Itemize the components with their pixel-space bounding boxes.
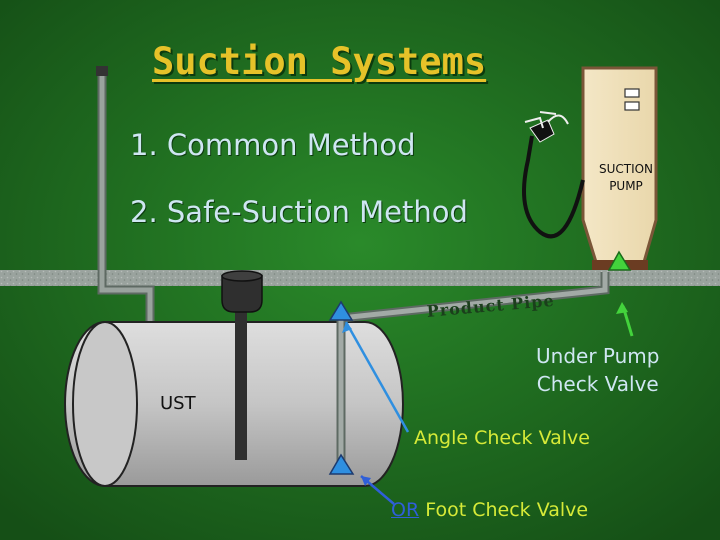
method-common: 1. Common Method (130, 128, 416, 162)
foot-check-valve-label: OR Foot Check Valve (391, 499, 588, 521)
suction-pump (581, 66, 658, 271)
hose-and-nozzle (522, 111, 585, 239)
tank-end (72, 321, 138, 487)
pump-display-1 (624, 88, 640, 98)
pump-display-2 (624, 101, 640, 111)
under-pump-check-valve-icon (607, 250, 632, 271)
foot-check-valve-icon (328, 453, 355, 475)
annotation-arrows (342, 302, 634, 505)
arrow-angle-valve (344, 321, 410, 433)
ground-strip (0, 270, 720, 286)
foot-valve-text: Foot Check Valve (419, 499, 589, 521)
fill-pipe (221, 270, 263, 460)
method-safe-suction: 2. Safe-Suction Method (130, 195, 468, 229)
pump-label-line1: SUCTION (598, 162, 654, 176)
pump-label: SUCTION PUMP (592, 161, 660, 195)
pump-label-line2: PUMP (609, 179, 643, 193)
angle-check-valve-label: Angle Check Valve (414, 427, 590, 449)
slide-title: Suction Systems (152, 40, 487, 83)
under-pump-check-valve-label: Under Pump Check Valve (536, 342, 659, 398)
tank-label: UST (160, 393, 196, 414)
angle-check-valve-icon (328, 300, 354, 321)
foot-valve-or: OR (391, 499, 420, 521)
vent-cap (96, 66, 108, 76)
under-pump-line1: Under Pump (536, 344, 660, 368)
product-pipe (336, 272, 610, 462)
under-pump-line2: Check Valve (536, 372, 659, 396)
ust-tank (64, 321, 404, 487)
vent-pipe (96, 66, 155, 322)
